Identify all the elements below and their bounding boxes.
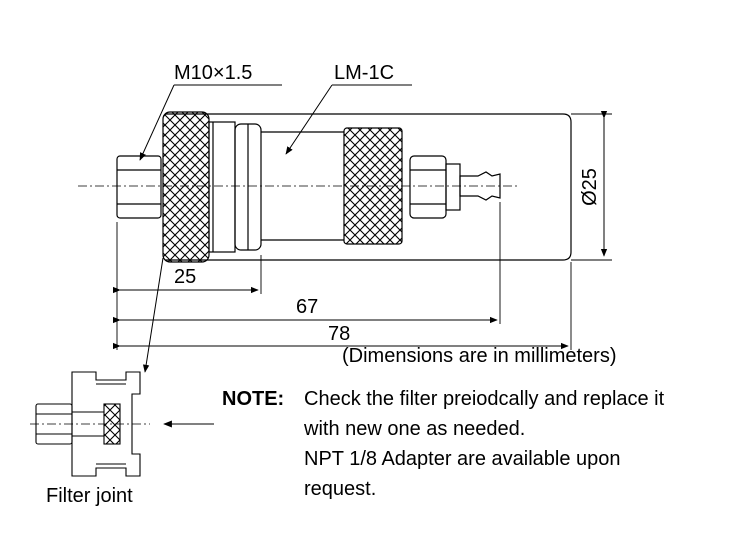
diameter-label: Ø25 [579,168,601,206]
model-leader [285,84,333,155]
thread-label: M10×1.5 [174,62,252,84]
note-line-3: NPT 1/8 Adapter are available upon [304,448,621,470]
dim-67-label: 67 [296,296,318,318]
dim-25-label: 25 [174,266,196,288]
units-note: (Dimensions are in millimeters) [342,345,617,367]
filter-body [116,111,572,263]
thread-leader [139,84,175,161]
model-label: LM-1C [334,62,394,84]
dim-78-label: 78 [328,323,350,345]
filter-joint-label: Filter joint [46,485,133,507]
filter-joint-leader [142,257,164,373]
note-line-4: request. [304,478,377,500]
note-label: NOTE: [222,388,285,410]
extension-lines [116,202,572,350]
note-line-1: Check the filter preiodcally and replace… [304,388,665,410]
note-line-2: with new one as needed. [304,418,526,440]
diameter-dimension [571,110,612,261]
